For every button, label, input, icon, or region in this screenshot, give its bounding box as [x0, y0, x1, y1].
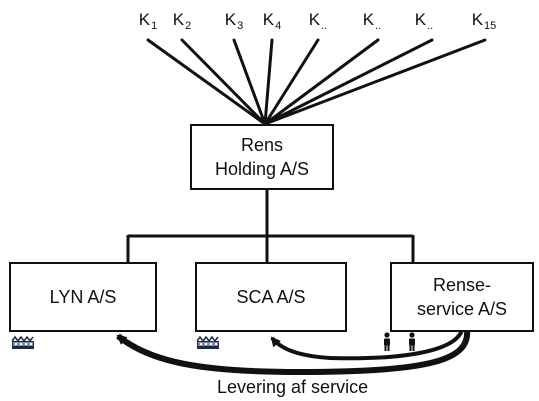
owner-line-4	[263, 38, 274, 126]
owner-label: K..	[308, 10, 328, 32]
holding-name-line2: Holding A/S	[214, 159, 310, 179]
owner-line-7	[263, 38, 434, 126]
owner-label: K..	[414, 10, 434, 32]
factory-icon	[11, 335, 34, 349]
service-name-line2: service A/S	[416, 299, 508, 319]
ownership-lines	[146, 38, 487, 126]
subsidiary-label: SCA A/S	[236, 287, 306, 307]
owner-label: K3	[224, 10, 244, 32]
owner-line-5	[263, 38, 320, 126]
owner-label: K..	[362, 10, 382, 32]
owner-label: K1	[138, 10, 158, 32]
person-icon	[409, 332, 415, 351]
subsidiary-box-lyn: LYN A/S	[9, 262, 157, 332]
holding-name-line1: Rens	[240, 135, 284, 155]
arrow-to-lyn	[116, 329, 471, 376]
owner-line-1	[146, 38, 267, 126]
service-flow	[116, 329, 471, 376]
owner-label: K15	[471, 10, 497, 32]
tree-lines	[126, 189, 415, 263]
person-icon	[384, 332, 390, 351]
owner-line-8	[263, 38, 487, 126]
arrow-to-sca	[270, 329, 464, 361]
flow-caption: Levering af service	[217, 377, 369, 397]
subsidiary-label: LYN A/S	[49, 287, 117, 307]
owner-label: K2	[172, 10, 192, 32]
subsidiary-box-sca: SCA A/S	[195, 262, 347, 332]
holding-box: Rens Holding A/S	[190, 124, 334, 190]
owner-line-3	[232, 38, 267, 126]
owner-line-2	[180, 38, 267, 126]
factory-icon	[196, 335, 219, 349]
owner-label: K4	[262, 10, 282, 32]
owner-line-6	[263, 38, 380, 126]
service-name-line1: Rense-	[432, 275, 491, 295]
subsidiary-box-service: Rense- service A/S	[390, 262, 534, 332]
